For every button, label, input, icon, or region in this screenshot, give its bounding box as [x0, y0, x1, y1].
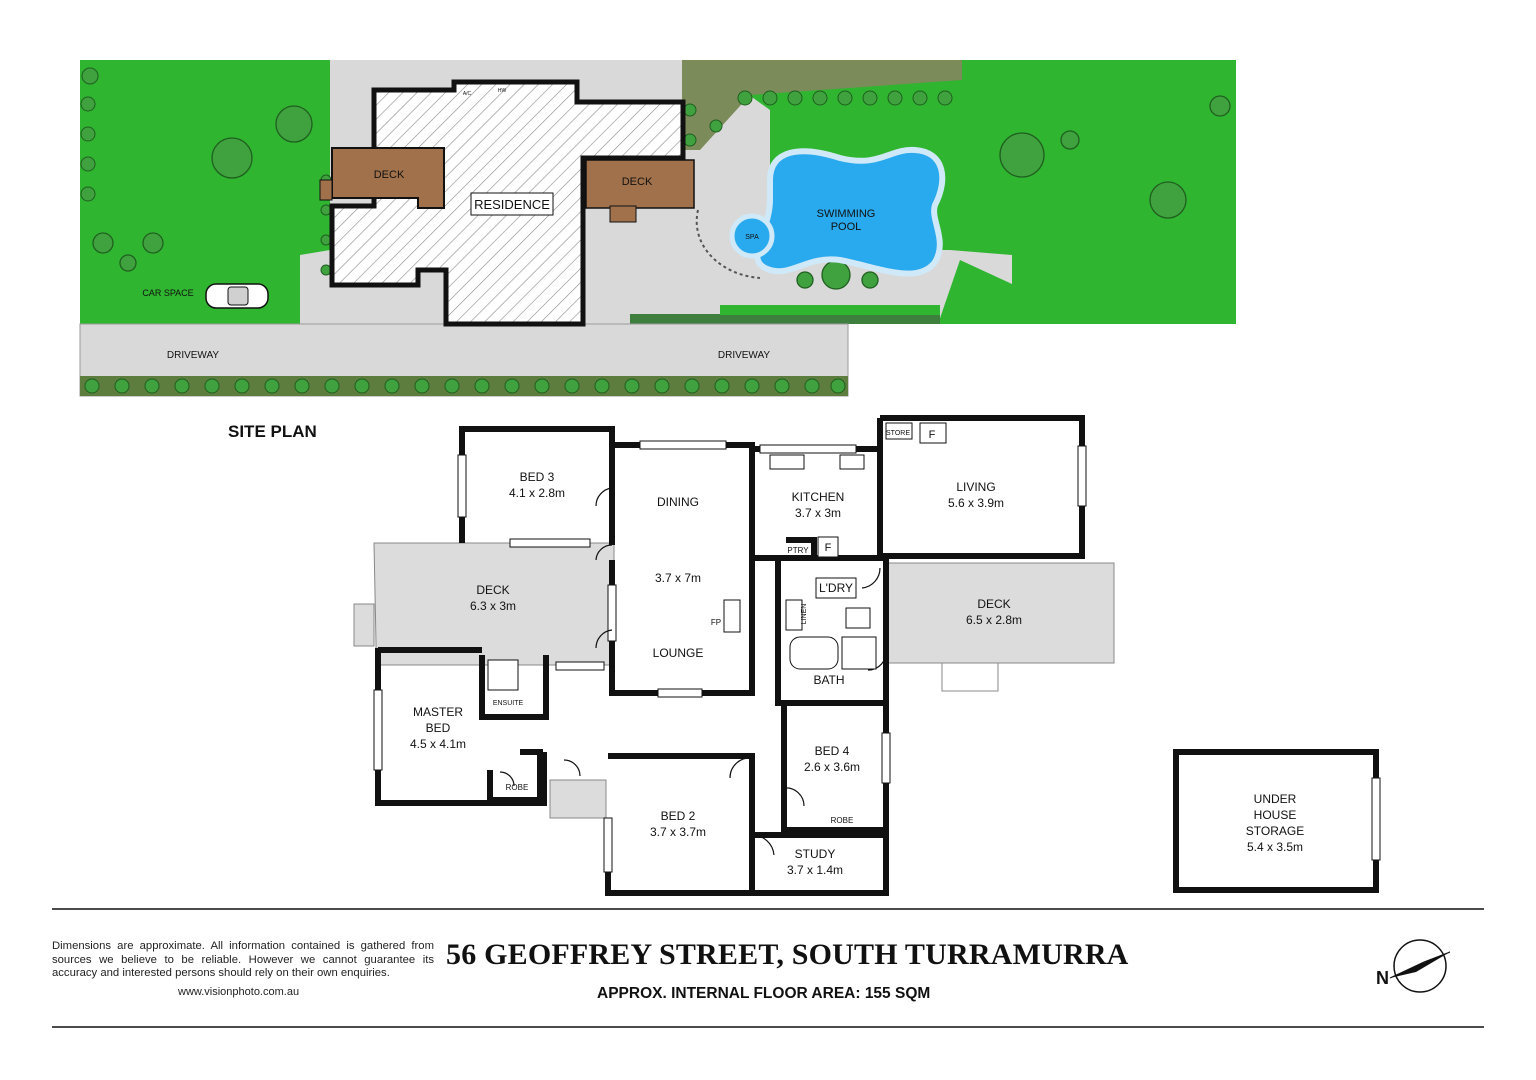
garden-bed-north: [682, 60, 962, 150]
bed3-label: BED 3: [520, 470, 555, 484]
bed4-label: BED 4: [815, 744, 850, 758]
hw-label: HW: [498, 88, 507, 94]
store-box: [885, 422, 913, 440]
site-plan-title: SITE PLAN: [228, 422, 317, 441]
deck-east-steps: [941, 662, 999, 692]
ptry-label: PTRY: [787, 546, 809, 555]
driveway-east-label: DRIVEWAY: [718, 350, 771, 361]
deck-east-size: 6.5 x 2.8m: [966, 613, 1022, 627]
kitchen-size: 3.7 x 3m: [795, 506, 841, 520]
lounge-dining-size: 3.7 x 7m: [655, 571, 701, 585]
bed2-size: 3.7 x 3.7m: [650, 825, 706, 839]
windows: [373, 440, 1381, 873]
study-size: 3.7 x 1.4m: [787, 863, 843, 877]
entry-landing: [549, 779, 607, 819]
linen-label: LINEN: [801, 604, 808, 625]
car: [205, 283, 269, 309]
bed4-size: 2.6 x 3.6m: [804, 760, 860, 774]
residence-label-box: [470, 192, 554, 216]
living-label: LIVING: [956, 480, 995, 494]
disclaimer-text: Dimensions are approximate. All informat…: [52, 940, 434, 979]
study-label: STUDY: [795, 847, 836, 861]
deck-east-floor: [885, 562, 1115, 664]
living-size: 5.6 x 3.9m: [948, 496, 1004, 510]
storage-size: 5.4 x 3.5m: [1247, 840, 1303, 854]
ensuite-shower: [487, 659, 519, 691]
site-deck-east-label: DECK: [622, 176, 653, 188]
laundry-box: [815, 577, 857, 599]
fp-label: FP: [711, 618, 721, 627]
fridge-kitchen-box: [817, 536, 839, 558]
deck-east-label: DECK: [977, 597, 1010, 611]
floor-area-text: APPROX. INTERNAL FLOOR AREA: 155 SQM: [597, 985, 931, 1002]
pool-label-line1: SWIMMING: [817, 208, 876, 220]
master-size: 4.5 x 4.1m: [410, 737, 466, 751]
bath-tub: [789, 636, 839, 670]
lawn-strip: [720, 305, 940, 315]
deck-west-steps: [353, 603, 375, 647]
shower: [841, 636, 877, 670]
lounge-label: LOUNGE: [653, 646, 704, 660]
car-space-label: CAR SPACE: [142, 288, 193, 298]
fixtures: [487, 422, 947, 691]
spa-label: SPA: [745, 234, 759, 241]
deck-west-size: 6.3 x 3m: [470, 599, 516, 613]
laundry-tub: [845, 607, 871, 629]
lawn-west: [80, 60, 330, 324]
bath-label: BATH: [813, 673, 844, 687]
robe-master-label: ROBE: [506, 783, 529, 792]
storage-label-line3: STORAGE: [1246, 824, 1304, 838]
master-label-line2: BED: [426, 721, 451, 735]
storage-label-line1: UNDER: [1254, 792, 1297, 806]
lawn-east: [700, 60, 1236, 324]
website-link[interactable]: www.visionphoto.com.au: [178, 986, 300, 998]
ac-label: A/C: [463, 91, 472, 97]
fridge-living-box: [919, 422, 947, 444]
pool-fence: [695, 209, 761, 279]
spa: [729, 213, 775, 259]
property-address: 56 GEOFFREY STREET, SOUTH TURRAMURRA: [446, 938, 1129, 971]
floor-plan: BED 3 4.1 x 2.8m DINING 3.7 x 7m LOUNGE …: [353, 415, 1381, 896]
fireplace: [723, 599, 741, 633]
hedge-north: [683, 90, 953, 147]
storage-label-line2: HOUSE: [1254, 808, 1297, 822]
hedge-shrubs: [84, 378, 846, 394]
swimming-pool: [754, 146, 946, 277]
fridge-kitchen-label: F: [825, 542, 832, 554]
hedge-south-east: [630, 314, 940, 324]
site-deck-west-label: DECK: [374, 169, 405, 181]
bed3-size: 4.1 x 2.8m: [509, 486, 565, 500]
compass-icon: N: [1376, 939, 1451, 993]
kitchen-label: KITCHEN: [792, 490, 845, 504]
residence-label: RESIDENCE: [474, 197, 550, 212]
pool-label-line2: POOL: [831, 221, 862, 233]
compass-north-letter: N: [1376, 968, 1389, 988]
site-plan: DECK RESIDENCE DECK SWIMMING POOL SPA CA…: [79, 60, 1236, 441]
trees: [92, 95, 1231, 290]
site-deck-steps: [609, 205, 637, 223]
kitchen-sink: [769, 454, 805, 470]
hedge-south: [80, 376, 848, 396]
ldry-label: L'DRY: [819, 581, 853, 595]
deck-west-label: DECK: [476, 583, 509, 597]
ensuite-label: ENSUITE: [493, 700, 524, 707]
fridge-living-label: F: [929, 429, 936, 441]
driveway-west-label: DRIVEWAY: [167, 350, 220, 361]
room-labels: BED 3 4.1 x 2.8m DINING 3.7 x 7m LOUNGE …: [410, 429, 1304, 877]
bed2-label: BED 2: [661, 809, 696, 823]
robe-bed4-label: ROBE: [831, 816, 854, 825]
linen-box: [785, 599, 803, 631]
master-label-line1: MASTER: [413, 705, 463, 719]
doors: [499, 487, 887, 856]
dining-label: DINING: [657, 495, 699, 509]
store-label: STORE: [886, 430, 910, 437]
cooktop: [839, 454, 865, 470]
hedge-west: [80, 67, 332, 276]
site-deck-east: [585, 159, 695, 209]
site-deck-west-steps: [319, 179, 333, 201]
